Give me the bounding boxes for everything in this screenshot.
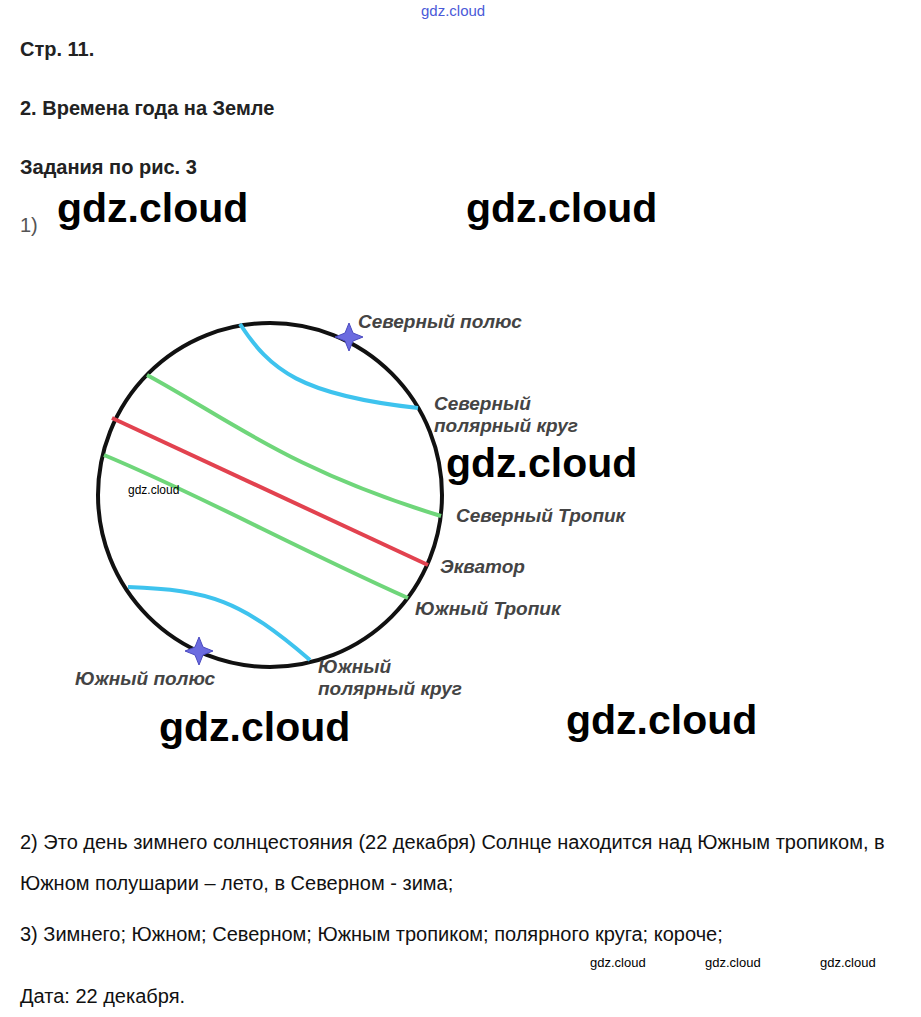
watermark: gdz.cloud	[421, 2, 485, 20]
south-tropic-line	[104, 455, 408, 598]
circle-label: Южный полюс	[75, 668, 215, 691]
south-pole-star	[185, 637, 213, 665]
answer-text: 2) Это день зимнего солнцестояния (22 де…	[20, 822, 915, 904]
circle-label: Южный полярный круг	[318, 656, 468, 700]
watermark: gdz.cloud	[820, 955, 876, 971]
subheading: Задания по рис. 3	[20, 155, 197, 179]
watermark: gdz.cloud	[157, 703, 352, 752]
task-number: 1)	[20, 213, 38, 237]
answer-text: Дата: 22 декабря.	[20, 984, 185, 1008]
south-polar-circle-line	[128, 587, 310, 660]
circle-label: Северный Тропик	[456, 505, 625, 528]
watermark: gdz.cloud	[705, 955, 761, 971]
circle-label: Северный полярный круг	[434, 393, 584, 437]
circle-label: Южный Тропик	[415, 598, 561, 621]
earth-outline	[98, 323, 442, 667]
north-polar-circle-line	[240, 324, 418, 408]
watermark: gdz.cloud	[464, 184, 659, 233]
watermark: gdz.cloud	[564, 696, 759, 745]
circle-label: Экватор	[440, 556, 525, 579]
watermark: gdz.cloud	[128, 483, 179, 497]
answer-text: 3) Зимнего; Южном; Северном; Южным тропи…	[20, 922, 915, 946]
heading: 2. Времена года на Земле	[20, 96, 274, 120]
circle-label: Северный полюс	[358, 311, 522, 334]
watermark: gdz.cloud	[444, 439, 639, 488]
page-number: Стр. 11.	[20, 37, 94, 61]
watermark: gdz.cloud	[590, 955, 646, 971]
equator-line	[112, 418, 428, 565]
watermark: gdz.cloud	[55, 184, 250, 233]
